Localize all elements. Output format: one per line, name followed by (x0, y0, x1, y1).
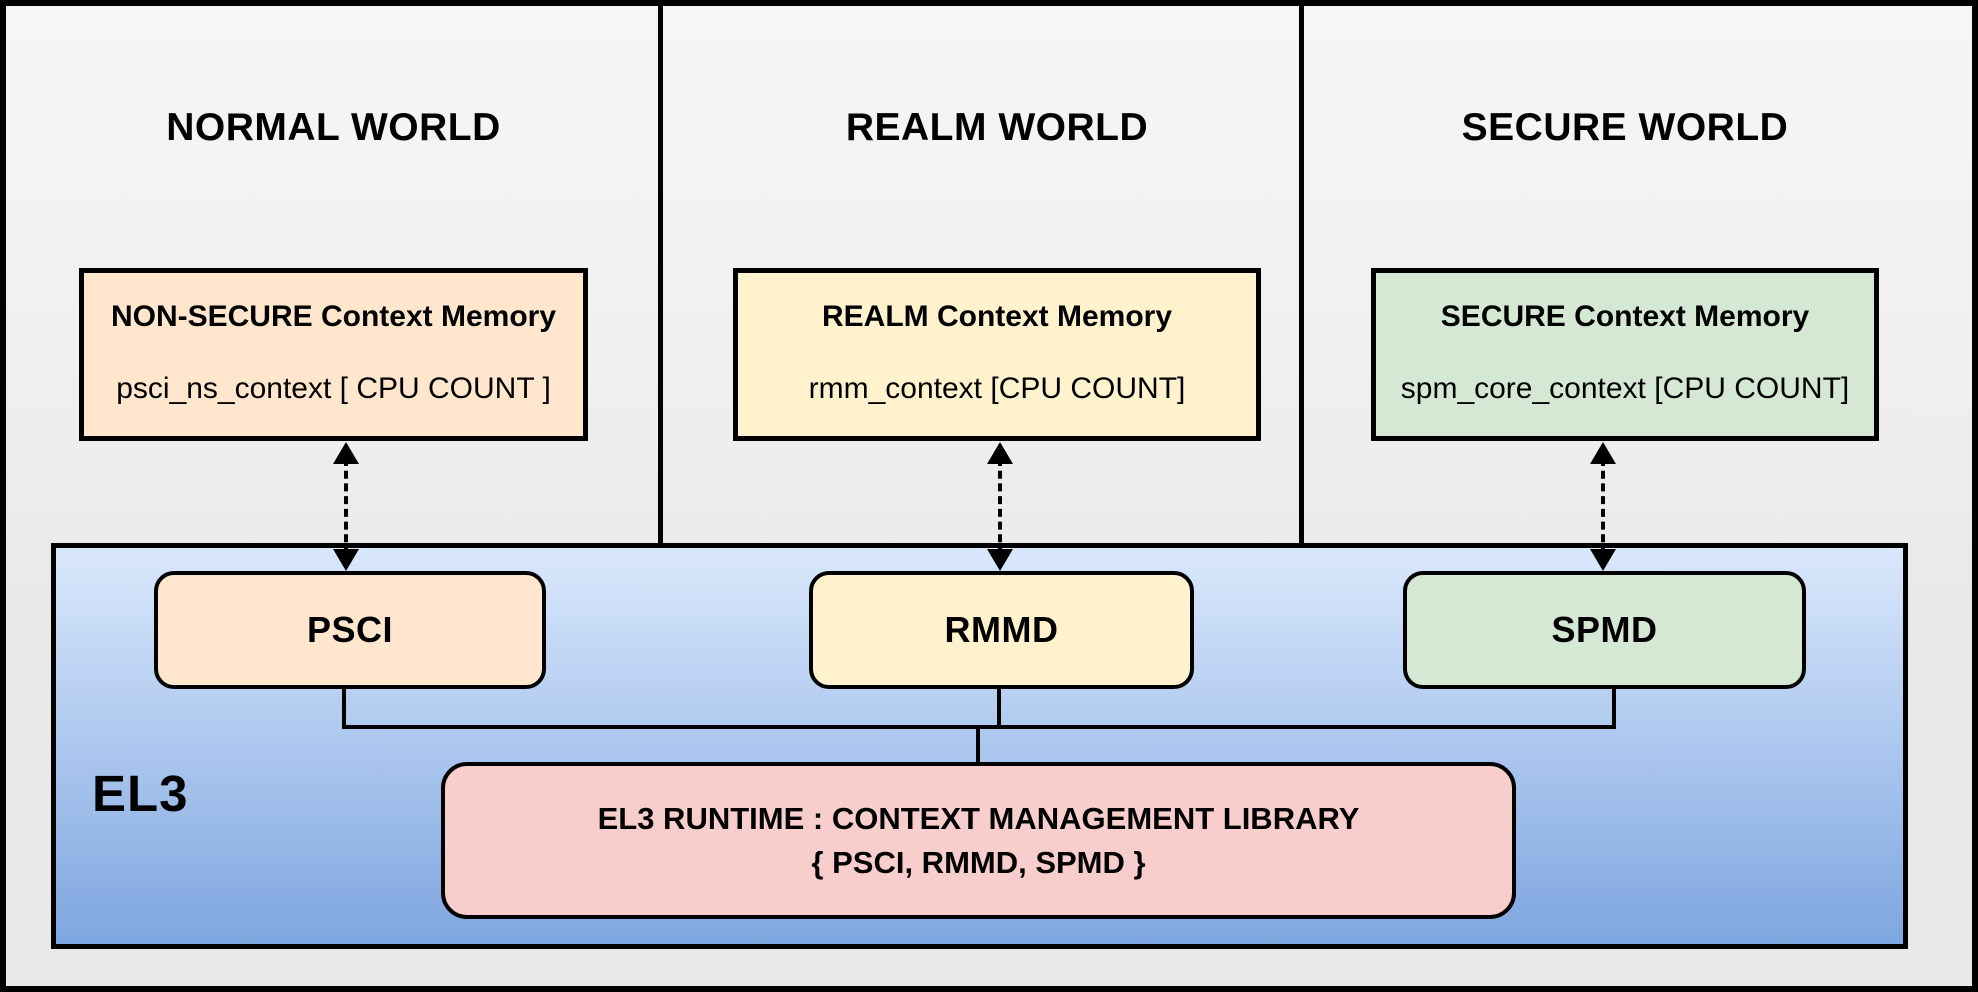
secure-context-memory-title: SECURE Context Memory (1440, 300, 1810, 333)
el3-runtime-box: EL3 RUNTIME : CONTEXT MANAGEMENT LIBRARY… (441, 762, 1516, 919)
arrow-up-head-icon (333, 442, 359, 464)
rmmd-label: RMMD (944, 609, 1059, 650)
psci-box: PSCI (154, 571, 546, 689)
non-secure-context-memory-code: psci_ns_context [ CPU COUNT ] (116, 372, 551, 405)
spmd-label: SPMD (1551, 609, 1658, 650)
el3-runtime-title: EL3 RUNTIME : CONTEXT MANAGEMENT LIBRARY (597, 800, 1360, 836)
psci-connector-line (342, 689, 346, 729)
arrow-down-head-icon (333, 549, 359, 571)
realm-context-bidirectional-arrow-icon (987, 442, 1013, 571)
dashed-line (344, 458, 348, 555)
el3-runtime-subtitle: { PSCI, RMMD, SPMD } (811, 844, 1146, 880)
realm-context-memory-code: rmm_context [CPU COUNT] (808, 372, 1186, 405)
dashed-line (1601, 458, 1605, 555)
non-secure-context-memory-title: NON-SECURE Context Memory (110, 300, 557, 333)
panel-divider-realm-secure (1299, 6, 1304, 546)
panel-divider-normal-realm (658, 6, 663, 546)
rmmd-connector-line (997, 688, 1001, 729)
non-secure-context-memory-box: NON-SECURE Context Memory psci_ns_contex… (79, 268, 588, 441)
secure-context-memory-box: SECURE Context Memory spm_core_context [… (1371, 268, 1879, 441)
realm-context-memory-title: REALM Context Memory (821, 300, 1173, 333)
secure-context-bidirectional-arrow-icon (1590, 442, 1616, 571)
runtime-connector-line (976, 727, 980, 762)
normal-world-title: NORMAL WORLD (166, 106, 501, 149)
rmmd-box: RMMD (809, 571, 1194, 689)
spmd-connector-line (1612, 689, 1616, 729)
dashed-line (998, 458, 1002, 555)
spmd-box: SPMD (1403, 571, 1806, 689)
psci-label: PSCI (306, 609, 394, 650)
secure-world-title: SECURE WORLD (1461, 106, 1789, 149)
el3-label: EL3 (92, 765, 189, 822)
secure-context-memory-code: spm_core_context [CPU COUNT] (1400, 372, 1850, 405)
realm-world-title: REALM WORLD (845, 106, 1149, 149)
realm-context-memory-box: REALM Context Memory rmm_context [CPU CO… (733, 268, 1261, 441)
arrow-down-head-icon (1590, 549, 1616, 571)
arrow-down-head-icon (987, 549, 1013, 571)
arrow-up-head-icon (1590, 442, 1616, 464)
arrow-up-head-icon (987, 442, 1013, 464)
normal-context-bidirectional-arrow-icon (333, 442, 359, 571)
